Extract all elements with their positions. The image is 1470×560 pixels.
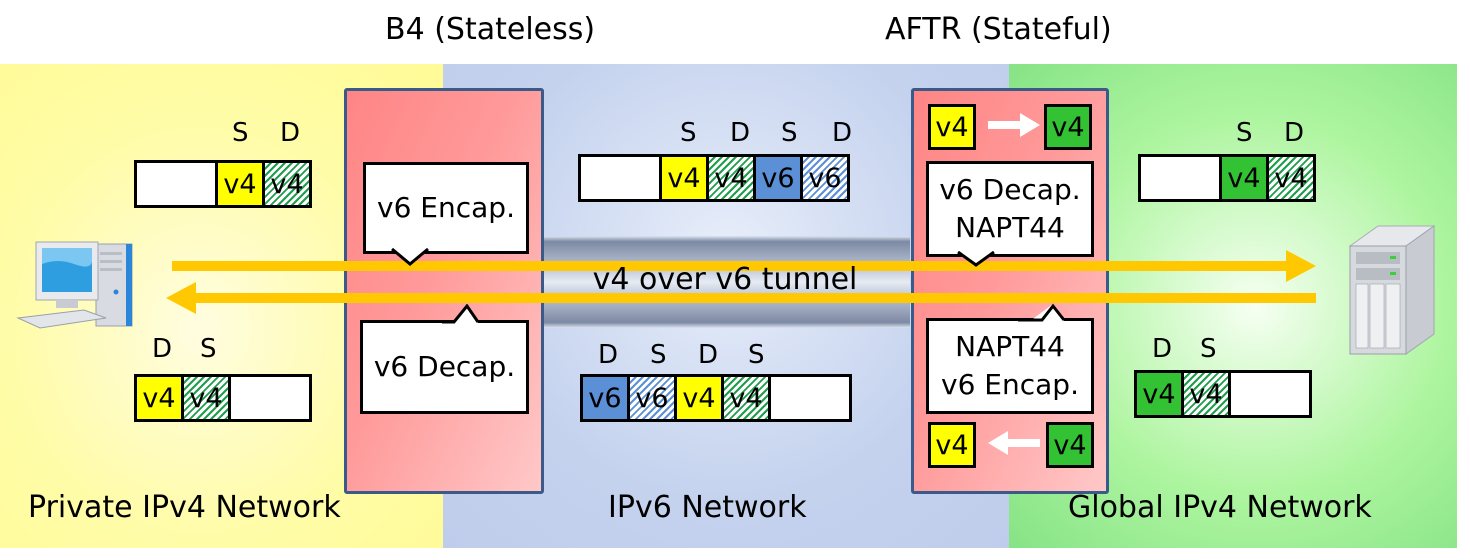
global-out-dst-header: D — [1284, 118, 1305, 148]
tunnel-pipe — [540, 236, 910, 328]
payload-cell — [581, 157, 659, 199]
b4-encap-callout: v6 Encap. — [363, 162, 529, 254]
global-in-packet: v4 v4 — [1134, 370, 1312, 418]
global-v4-dst-cell: v4 — [1269, 157, 1313, 199]
aftr-napt-label-2: NAPT44 — [955, 330, 1065, 363]
ipv6-in-v6-src-header: S — [650, 340, 667, 370]
global-nat-v4-dst-cell: v4 — [1137, 373, 1181, 415]
ipv6-out-packet: v4 v4 v6 v6 — [578, 154, 850, 202]
ipv6-out-v4-src-header: S — [680, 118, 697, 148]
aftr-bottom-global-v4: v4 — [1046, 422, 1094, 468]
private-out-src-header: S — [232, 118, 249, 148]
private-in-src-header: S — [200, 334, 217, 364]
private-v4-dst-cell: v4 — [677, 377, 721, 419]
aftr-bottom-private-v4: v4 — [928, 422, 976, 468]
v6-src-cell: v6 — [756, 157, 800, 199]
ipv6-out-v6-src-header: S — [781, 118, 798, 148]
global-v4-src-cell: v4 — [1184, 373, 1228, 415]
ipv6-in-v6-dst-header: D — [598, 340, 619, 370]
aftr-napt-encap-callout: NAPT44 v6 Encap. — [926, 318, 1094, 414]
server-tower-icon — [1348, 225, 1436, 355]
global-v4-src-cell: v4 — [724, 377, 768, 419]
payload-cell — [771, 377, 849, 419]
global-v4-dst-cell: v4 — [265, 163, 309, 205]
b4-decap-callout: v6 Decap. — [360, 320, 529, 414]
inbound-arrow-shaft — [196, 293, 1316, 303]
global-ipv4-label: Global IPv4 Network — [1068, 490, 1372, 525]
aftr-bottom-translate-arrow-icon — [988, 431, 1040, 455]
b4-decap-callout-pointer — [442, 304, 480, 324]
tunnel-label: v4 over v6 tunnel — [592, 262, 858, 297]
b4-box — [344, 88, 544, 494]
v6-dst-cell: v6 — [803, 157, 847, 199]
aftr-top-global-v4: v4 — [1044, 104, 1092, 150]
ipv6-label: IPv6 Network — [608, 490, 807, 525]
aftr-encap-label: v6 Encap. — [941, 368, 1079, 401]
aftr-top-translate-arrow-icon — [988, 113, 1040, 137]
ipv6-in-v4-src-header: S — [748, 340, 765, 370]
global-out-src-header: S — [1236, 118, 1253, 148]
global-in-dst-header: D — [1152, 334, 1173, 364]
outbound-arrow-head-icon — [1286, 250, 1316, 282]
outbound-arrow-shaft — [172, 261, 1296, 271]
private-ipv4-label: Private IPv4 Network — [28, 490, 341, 525]
aftr-napt-label: NAPT44 — [955, 211, 1065, 244]
ipv6-in-packet: v6 v6 v4 v4 — [580, 374, 852, 422]
aftr-decap-callout-pointer — [957, 251, 995, 267]
global-v4-src-cell: v4 — [184, 377, 228, 419]
v6-src-cell: v6 — [630, 377, 674, 419]
ipv6-in-v4-dst-header: D — [698, 340, 719, 370]
private-out-dst-header: D — [280, 118, 301, 148]
inbound-arrow-head-icon — [166, 282, 196, 314]
v6-dst-cell: v6 — [583, 377, 627, 419]
payload-cell — [137, 163, 215, 205]
b4-title: B4 (Stateless) — [385, 12, 596, 47]
aftr-top-private-v4: v4 — [928, 104, 976, 150]
global-out-packet: v4 v4 — [1138, 154, 1316, 202]
ipv6-out-v4-dst-header: D — [730, 118, 751, 148]
desktop-computer-icon — [16, 241, 133, 329]
b4-encap-callout-pointer — [391, 248, 429, 266]
aftr-title: AFTR (Stateful) — [885, 12, 1112, 47]
global-nat-v4-src-cell: v4 — [1222, 157, 1266, 199]
private-in-dst-header: D — [152, 334, 173, 364]
private-v4-dst-cell: v4 — [137, 377, 181, 419]
aftr-decap-napt-callout: v6 Decap. NAPT44 — [926, 161, 1094, 257]
aftr-decap-label: v6 Decap. — [939, 173, 1081, 206]
global-v4-dst-cell: v4 — [709, 157, 753, 199]
private-v4-src-cell: v4 — [662, 157, 706, 199]
payload-cell — [1231, 373, 1309, 415]
private-out-packet: v4 v4 — [134, 160, 312, 208]
global-in-src-header: S — [1200, 334, 1217, 364]
b4-encap-label: v6 Encap. — [377, 191, 515, 224]
aftr-encap-callout-pointer — [1018, 303, 1066, 322]
private-v4-src-cell: v4 — [218, 163, 262, 205]
private-in-packet: v4 v4 — [134, 374, 312, 422]
b4-decap-label: v6 Decap. — [373, 350, 516, 383]
ipv6-out-v6-dst-header: D — [832, 118, 853, 148]
payload-cell — [231, 377, 309, 419]
payload-cell — [1141, 157, 1219, 199]
